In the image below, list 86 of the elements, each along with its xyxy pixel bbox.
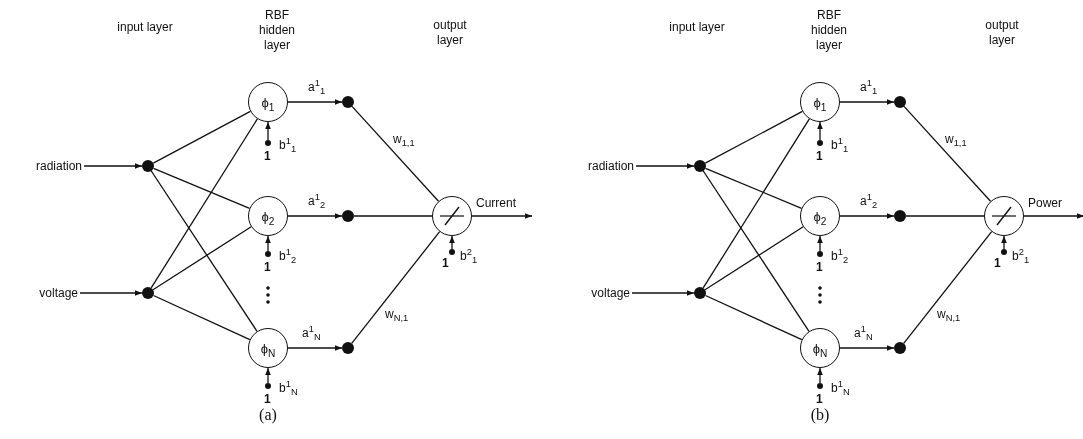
input-label: voltage [554,285,630,301]
arrow [449,235,455,250]
edge-label: Current [476,196,516,210]
arrow [631,290,695,296]
connection-line [150,118,258,289]
arrow [471,213,533,219]
arrow [287,345,343,351]
connection-line [903,105,992,202]
node-dot [342,342,354,354]
node-dot [342,210,354,222]
bias-dot [817,140,823,146]
linear-neuron-circle [984,196,1024,236]
connection-line [702,118,810,289]
connection-line [905,215,985,217]
bias-input-value: 1 [816,150,823,162]
node-dot [894,342,906,354]
neuron-circle: ϕ$_{2}$ [800,196,840,236]
layer-heading: RBF hidden layer [809,8,848,53]
arrow [287,99,343,105]
connection-line [152,167,251,209]
neuron-circle: ϕ$_{1}$ [800,82,840,122]
connection-line [704,167,803,209]
node-dot [894,96,906,108]
neuron-circle: ϕ$_{N}$ [800,328,840,368]
connection-line [351,231,441,344]
bias-dot [817,251,823,257]
input-label: radiation [2,158,82,174]
arrow [79,290,143,296]
arrow [839,345,895,351]
arrow [839,99,895,105]
bias-dot [265,251,271,257]
neuron-circle: ϕ$_{2}$ [248,196,288,236]
neuron-circle: ϕ$_{N}$ [248,328,288,368]
arrow [265,367,271,384]
arrow [817,367,823,384]
connection-line [351,105,440,202]
connection-line [152,110,251,164]
arrow [1023,213,1083,219]
arrow [265,121,271,141]
neuron-circle: ϕ$_{1}$ [248,82,288,122]
node-dot [694,160,706,172]
bias-dot [449,249,455,255]
arrow [839,213,895,219]
bias-dot [1001,249,1007,255]
connection-line [152,294,251,341]
node-dot [694,287,706,299]
bias-dot [265,383,271,389]
bias-input-value: 1 [994,257,1001,269]
panel-caption: (a) [258,406,278,424]
bias-input-value: 1 [264,393,271,405]
node-dot [894,210,906,222]
connection-line [704,110,803,164]
bias-input-value: 1 [264,150,271,162]
input-label: radiation [554,158,634,174]
input-label: voltage [2,285,78,301]
layer-heading: input layer [116,20,174,35]
bias-input-value: 1 [816,261,823,273]
arrow [635,163,695,169]
bias-input-value: 1 [264,261,271,273]
connection-line [903,231,993,344]
bias-input-value: 1 [442,257,449,269]
bias-input-value: 1 [816,393,823,405]
connection-line [353,215,433,217]
node-dot [142,160,154,172]
arrow [265,235,271,252]
bias-dot [817,383,823,389]
bias-dot [265,140,271,146]
layer-heading: input layer [668,20,726,35]
linear-neuron-circle [432,196,472,236]
layer-heading: RBF hidden layer [257,8,296,53]
connection-line [152,226,252,291]
edge-label: Power [1028,196,1062,210]
node-dot [342,96,354,108]
arrow [817,121,823,141]
panel-caption: (b) [809,406,831,424]
layer-heading: output layer [984,18,1020,48]
layer-heading: output layer [432,18,468,48]
connection-line [702,170,810,332]
arrow [287,213,343,219]
connection-line [150,170,258,332]
arrow [817,235,823,252]
arrow [83,163,143,169]
arrow [1001,235,1007,250]
connection-line [704,226,804,291]
connection-line [704,294,803,341]
node-dot [142,287,154,299]
